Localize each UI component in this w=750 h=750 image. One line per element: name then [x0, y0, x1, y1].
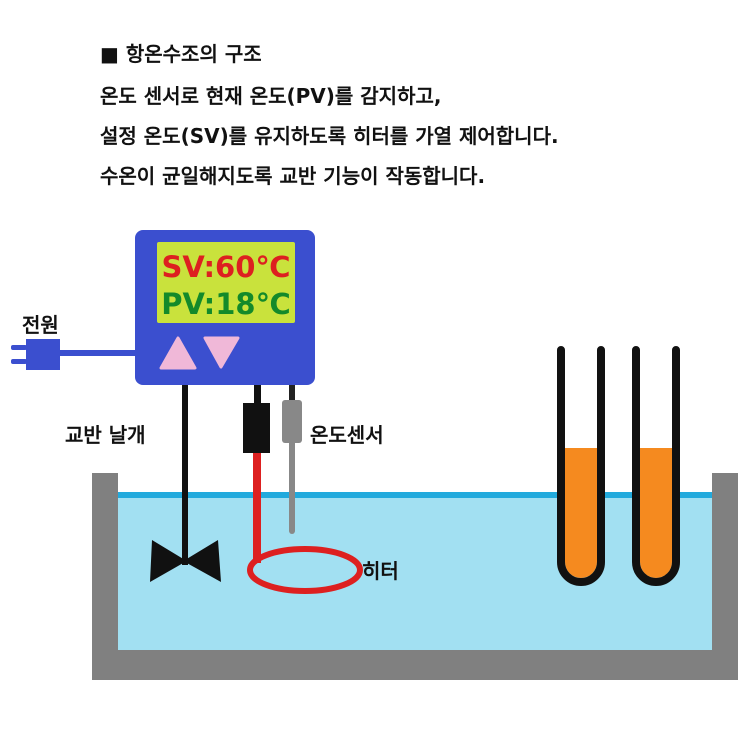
temperature-controller: SV:60℃ PV:18℃ [135, 230, 315, 385]
description-line-1: 온도 센서로 현재 온도(PV)를 감지하고, [100, 84, 442, 108]
power-plug-icon [11, 339, 137, 370]
test-tube-1 [557, 346, 605, 586]
sv-readout: SV:60℃ [161, 250, 290, 284]
description-line-3: 수온이 균일해지도록 교반 기능이 작동합니다. [100, 164, 486, 188]
tank [92, 473, 738, 680]
pv-readout: PV:18℃ [161, 287, 290, 321]
display-screen [157, 242, 295, 323]
power-label: 전원 [22, 313, 59, 337]
down-arrow-button-icon[interactable] [203, 336, 240, 369]
stirrer-label: 교반 날개 [65, 423, 146, 447]
stirrer [150, 385, 221, 582]
sensor-label: 온도센서 [310, 423, 384, 447]
up-arrow-button-icon[interactable] [159, 336, 197, 370]
diagram-title: ■ 항온수조의 구조 [100, 42, 262, 66]
heater-label: 히터 [362, 559, 399, 583]
water-surface [118, 492, 712, 498]
temperature-sensor [282, 385, 302, 534]
heater [243, 385, 363, 594]
description-line-2: 설정 온도(SV)를 유지하도록 히터를 가열 제어합니다. [100, 124, 559, 148]
test-tube-2 [632, 346, 680, 586]
